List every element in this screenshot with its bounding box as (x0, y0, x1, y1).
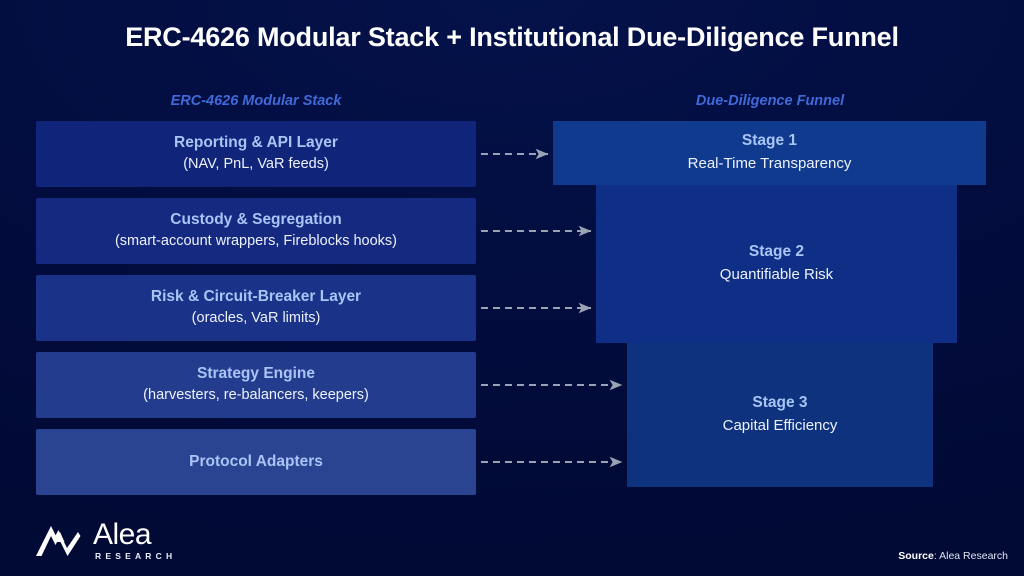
funnel-stage-3[interactable]: Stage 3 Capital Efficiency (627, 343, 933, 487)
source-label: Source (898, 550, 934, 562)
page-title: ERC-4626 Modular Stack + Institutional D… (125, 22, 899, 52)
funnel-stage-subtitle: Real-Time Transparency (687, 155, 852, 173)
stack-card-title: Protocol Adapters (189, 452, 323, 470)
funnel-stage-title: Stage 2 (748, 243, 805, 261)
stack-card-subtitle: (harvesters, re-balancers, keepers) (143, 387, 369, 404)
source-attribution: Source: Alea Research (898, 550, 1008, 562)
stack-card-reporting-api-layer[interactable]: Reporting & API Layer (NAV, PnL, VaR fee… (36, 121, 476, 187)
stack-card-strategy-engine[interactable]: Strategy Engine (harvesters, re-balancer… (36, 352, 476, 418)
funnel-stage-title: Stage 3 (752, 394, 808, 412)
logo-tagline: RESEARCH (95, 550, 177, 561)
stack-card-risk-circuit-breaker-layer[interactable]: Risk & Circuit-Breaker Layer (oracles, V… (36, 275, 476, 341)
stack-card-title: Reporting & API Layer (174, 134, 338, 152)
stack-card-subtitle: (NAV, PnL, VaR feeds) (183, 156, 329, 173)
column-header-right: Due-Diligence Funnel (695, 93, 845, 109)
stack-card-title: Custody & Segregation (170, 211, 342, 229)
source-separator: : (933, 550, 940, 562)
brand-logo: Alea RESEARCH (34, 518, 176, 562)
stack-card-subtitle: (oracles, VaR limits) (191, 310, 321, 327)
stack-card-protocol-adapters[interactable]: Protocol Adapters (36, 429, 476, 495)
source-value: Alea Research (939, 550, 1008, 562)
funnel-stage-subtitle: Capital Efficiency (722, 417, 838, 435)
funnel-stage-1[interactable]: Stage 1 Real-Time Transparency (553, 121, 986, 185)
logo-name: Alea (93, 517, 152, 551)
stack-card-title: Risk & Circuit-Breaker Layer (150, 288, 362, 306)
funnel-stage-2[interactable]: Stage 2 Quantifiable Risk (596, 185, 957, 343)
alea-logo-mark (36, 526, 81, 556)
funnel-stage-subtitle: Quantifiable Risk (719, 266, 834, 284)
stack-card-subtitle: (smart-account wrappers, Fireblocks hook… (114, 233, 398, 250)
stack-card-custody-segregation[interactable]: Custody & Segregation (smart-account wra… (36, 198, 476, 264)
funnel-stage-title: Stage 1 (741, 132, 798, 150)
column-header-left: ERC-4626 Modular Stack (170, 93, 342, 109)
stack-card-title: Strategy Engine (197, 365, 315, 383)
